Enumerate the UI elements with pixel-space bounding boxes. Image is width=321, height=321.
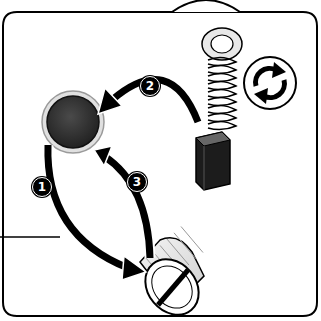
step-arrows (48, 80, 198, 280)
replace-icon (244, 57, 296, 109)
callout-number: 1 (32, 177, 52, 197)
callout-number: 2 (140, 76, 160, 96)
panel-tab (172, 0, 240, 12)
callout-number: 3 (127, 172, 147, 192)
carbon-brush (196, 28, 242, 190)
edge-line (0, 236, 60, 238)
brush-holder (47, 96, 99, 148)
holder-ring (42, 91, 104, 153)
